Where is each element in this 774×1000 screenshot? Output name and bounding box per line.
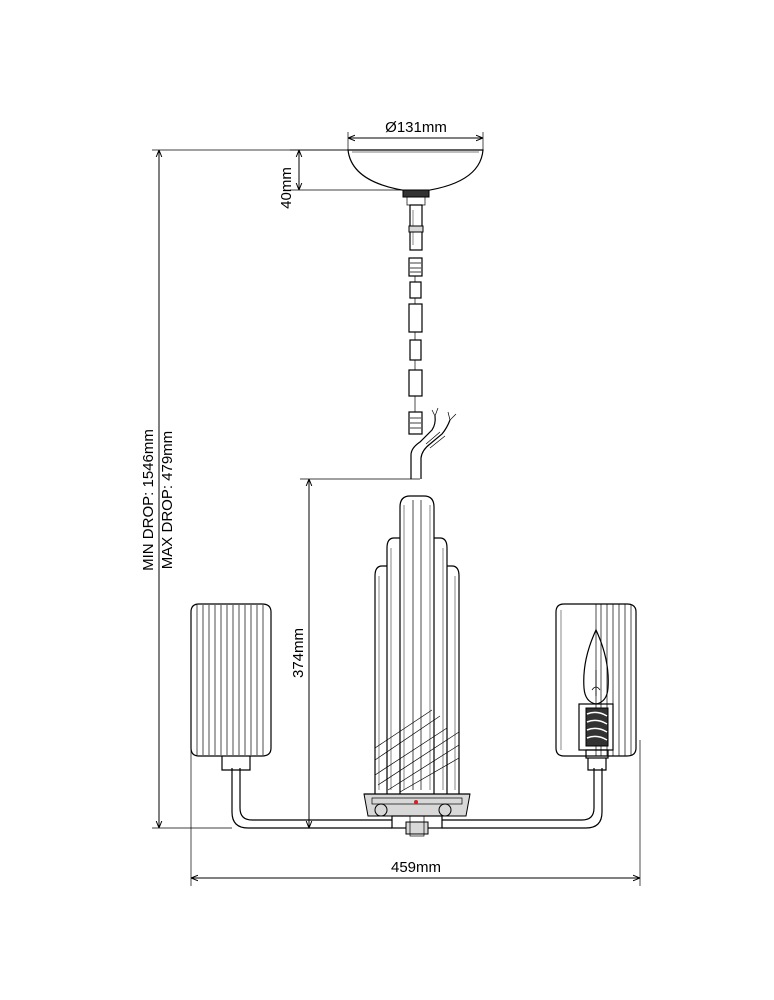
overall-width-dimension: 459mm [190, 740, 641, 886]
left-lamp-shade [190, 603, 272, 771]
canopy-height-label: 40mm [278, 167, 295, 209]
overall-width-label: 459mm [391, 859, 441, 876]
ceiling-canopy [347, 149, 484, 206]
canopy-diameter-dimension: Ø131mm [347, 119, 484, 150]
central-body [363, 495, 471, 837]
min-drop-label: MIN DROP: 1546mm [140, 429, 157, 571]
suspension-rod [408, 204, 424, 251]
suspension-chain [408, 257, 423, 435]
body-height-label: 374mm [290, 628, 307, 678]
overall-drop-dimension: MIN DROP: 1546mm MAX DROP: 479mm [140, 149, 350, 829]
lamp-arms [231, 768, 603, 829]
collar-screw-marker [414, 800, 418, 804]
max-drop-label: MAX DROP: 479mm [159, 431, 176, 569]
bulb-holder [578, 703, 614, 771]
canopy-diameter-label: Ø131mm [385, 119, 447, 136]
power-cable [410, 407, 457, 479]
canopy-height-dimension: 40mm [278, 149, 405, 209]
